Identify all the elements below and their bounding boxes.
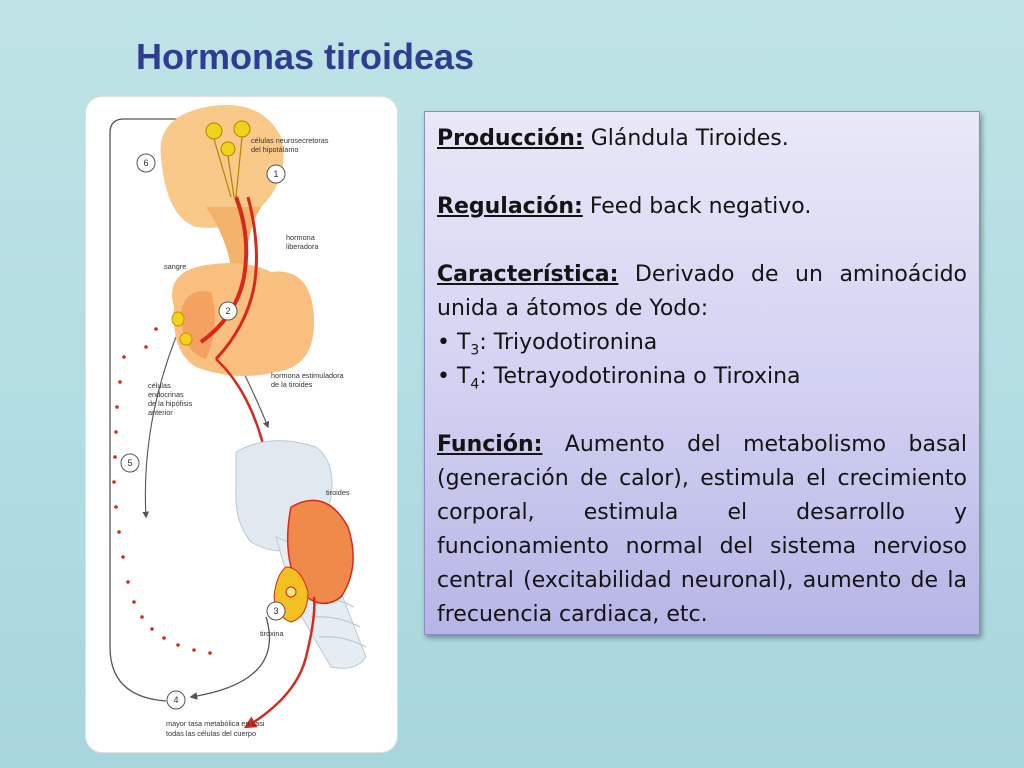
diagram-illustration: 6 1 2 5 3 4 células neurosecretoras del … — [109, 105, 367, 738]
label-endocrine-4: anterior — [148, 408, 173, 417]
step-markers: 6 1 2 5 3 4 — [120, 153, 286, 710]
label-releasing-hormone-2: liberadora — [286, 242, 319, 251]
label-metabolic-rate-1: mayor tasa metabólica en casi — [166, 719, 265, 728]
feedback-loop-arrow — [109, 118, 204, 702]
regulacion-text: Feed back negativo. — [582, 194, 812, 219]
label-metabolic-rate-2: todas las células del cuerpo — [166, 729, 256, 738]
thyroid-regulation-diagram: 6 1 2 5 3 4 células neurosecretoras del … — [86, 97, 397, 752]
funcion-term: Función: — [437, 432, 543, 457]
thyroid-gland — [286, 499, 354, 605]
label-endocrine-3: de la hipófisis — [148, 399, 193, 408]
caracteristica-term: Característica: — [437, 262, 619, 287]
label-thyroid: tiroides — [326, 488, 350, 497]
regulacion-paragraph: Regulación: Feed back negativo. — [437, 190, 967, 224]
produccion-text: Glándula Tiroides. — [583, 126, 789, 151]
label-blood: sangre — [164, 262, 186, 271]
step-4: 4 — [173, 695, 178, 705]
thyroxine-to-body-arrow — [189, 616, 271, 700]
info-text-box: Producción: Glándula Tiroides. Regulació… — [424, 111, 980, 635]
thyroxine-vessel — [243, 596, 316, 729]
pituitary-feedback-arrow — [142, 336, 177, 519]
produccion-term: Producción: — [437, 126, 584, 151]
neuron-cells — [205, 120, 251, 198]
step-6: 6 — [143, 158, 148, 168]
label-endocrine-1: células — [148, 381, 171, 390]
step-3: 3 — [273, 606, 278, 616]
label-endocrine-2: endocrinas — [148, 390, 184, 399]
produccion-paragraph: Producción: Glándula Tiroides. — [437, 122, 967, 156]
step-2: 2 — [225, 306, 230, 316]
regulacion-term: Regulación: — [437, 194, 583, 219]
caracteristica-text: Derivado de un aminoácido unida a átomos… — [437, 262, 967, 321]
funcion-paragraph: Función: Aumento del metabolismo basal (… — [437, 428, 967, 632]
thyroxine-dots — [112, 327, 212, 655]
bullet-t4: • T4: Tetrayodotironina o Tiroxina — [437, 364, 801, 393]
label-tsh-1: hormona estimuladora — [271, 371, 345, 380]
step-1: 1 — [273, 169, 278, 179]
label-neurosecretory-2: del hipotálamo — [251, 145, 298, 154]
label-neurosecretory-1: células neurosecretoras — [251, 136, 329, 145]
slide-title: Hormonas tiroideas — [136, 36, 475, 77]
label-thyroxine: tiroxina — [260, 629, 284, 638]
label-releasing-hormone-1: hormona — [286, 233, 316, 242]
funcion-text: Aumento del metabolismo basal (generació… — [437, 432, 967, 627]
label-tsh-2: de la tiroides — [271, 380, 313, 389]
portal-vessels — [199, 196, 249, 344]
step-5: 5 — [127, 458, 132, 468]
bullet-t3: • T3: Triyodotironina — [437, 330, 658, 359]
caracteristica-paragraph: Característica: Derivado de un aminoácid… — [437, 258, 967, 326]
